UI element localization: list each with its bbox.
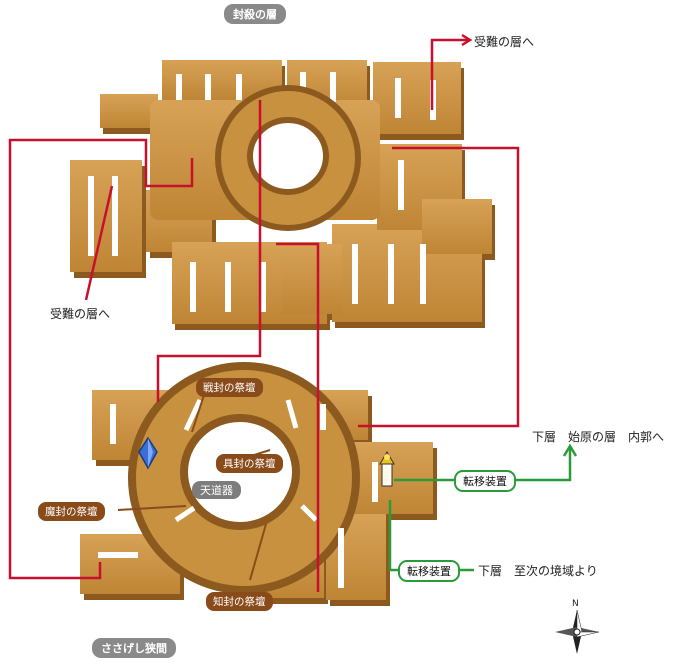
label-to-junan-left: 受難の層へ — [50, 307, 111, 321]
route-shigen-arrow — [562, 443, 578, 457]
route-left-loop — [8, 138, 194, 580]
teleporter-icon — [379, 451, 395, 487]
route-right — [358, 146, 520, 428]
lower-floor-title: ささげし狭間 — [92, 638, 176, 658]
red-routes — [8, 33, 520, 592]
compass-north-label: N — [572, 599, 579, 609]
altar-ma: 魔封の祭壇 — [38, 502, 105, 521]
teleporter-lower-label: 転移装置 — [398, 560, 460, 582]
crystal-icon — [138, 436, 158, 470]
label-to-shigen: 下層 始原の層 内郭へ — [532, 430, 665, 444]
route-center — [156, 100, 262, 402]
label-from-shiji: 下層 至次の境域より — [478, 564, 598, 578]
upper-floor-blocks — [70, 60, 495, 330]
altar-gu: 具封の祭壇 — [216, 454, 283, 473]
altar-sen: 戦封の祭壇 — [196, 378, 263, 397]
route-junan-top-arrow — [461, 33, 473, 47]
route-to-shigen — [394, 446, 572, 482]
upper-floor-title: 封殺の層 — [224, 4, 286, 24]
route-middle-down — [276, 242, 320, 592]
compass-icon — [555, 609, 600, 654]
route-to-junan-left — [84, 185, 114, 301]
altar-chi: 知封の祭壇 — [206, 592, 273, 611]
route-to-junan-top — [430, 38, 468, 110]
teleporter-upper-label: 転移装置 — [454, 470, 516, 492]
tendouki-label: 天道器 — [192, 481, 241, 499]
label-to-junan-top: 受難の層へ — [474, 35, 535, 49]
